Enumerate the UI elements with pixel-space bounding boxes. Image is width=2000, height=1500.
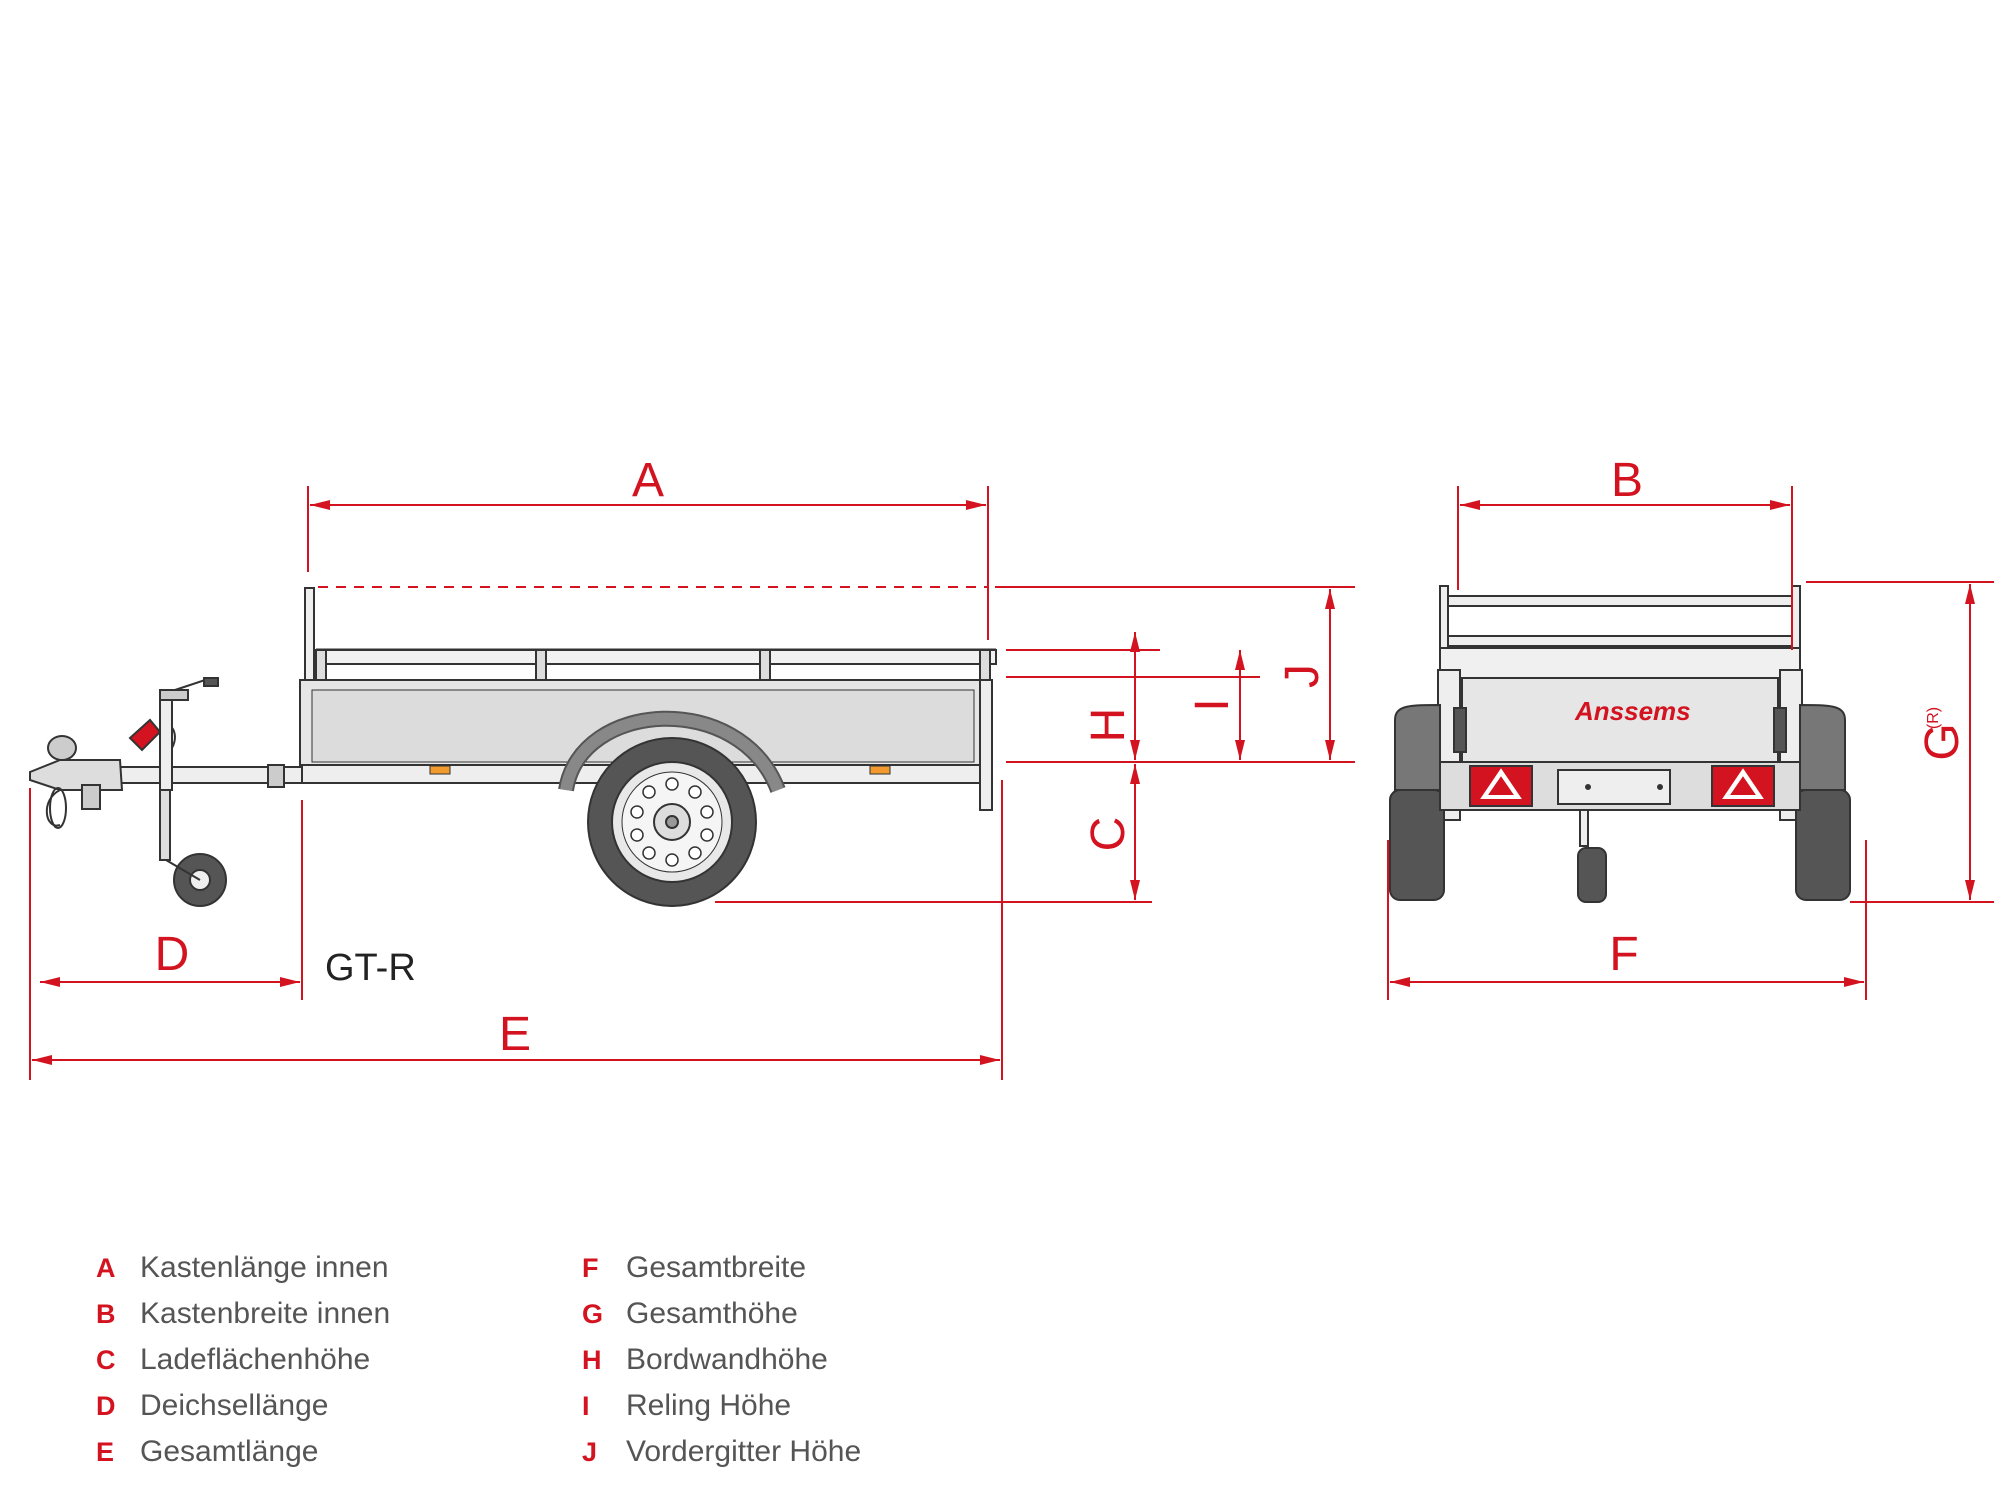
legend-item-f: F Gesamtbreite <box>582 1245 861 1291</box>
legend-item-c: C Ladeflächenhöhe <box>96 1337 390 1383</box>
rear-view-trailer <box>1389 585 1851 903</box>
dim-label-h: H <box>1082 708 1135 743</box>
legend-letter: I <box>582 1390 590 1421</box>
legend-item-e: E Gesamtlänge <box>96 1429 390 1475</box>
dim-label-j: J <box>1276 664 1329 688</box>
legend-label: Bordwandhöhe <box>626 1343 828 1376</box>
legend-letter: G <box>582 1298 604 1329</box>
legend-item-j: J Vordergitter Höhe <box>582 1429 861 1475</box>
legend-label: Gesamtbreite <box>626 1251 807 1284</box>
legend-label: Kastenbreite innen <box>140 1297 391 1330</box>
dimension-lines <box>29 486 1994 1080</box>
legend-label: Ladeflächenhöhe <box>140 1343 371 1376</box>
dim-label-e: E <box>499 1008 531 1061</box>
legend-letter: E <box>96 1436 115 1467</box>
legend-left-column: A Kastenlänge innen B Kastenbreite innen… <box>96 1245 390 1475</box>
legend-item-d: D Deichsellänge <box>96 1383 390 1429</box>
legend-letter: D <box>96 1390 116 1421</box>
legend-letter: F <box>582 1252 599 1283</box>
legend-right-column: F Gesamtbreite G Gesamthöhe H Bordwandhö… <box>582 1245 861 1475</box>
legend-label: Kastenlänge innen <box>140 1251 389 1284</box>
dim-label-g-superscript: (R) <box>1925 707 1942 729</box>
legend-item-i: I Reling Höhe <box>582 1383 861 1429</box>
legend-letter: C <box>96 1344 116 1375</box>
legend-letter: B <box>96 1298 116 1329</box>
legend-item-g: G Gesamthöhe <box>582 1291 861 1337</box>
dim-label-a: A <box>632 454 664 507</box>
model-name: GT-R <box>325 947 416 989</box>
dim-label-f: F <box>1609 928 1638 981</box>
dim-label-d: D <box>155 928 190 981</box>
legend-label: Deichsellänge <box>140 1389 329 1422</box>
legend-letter: J <box>582 1436 598 1467</box>
legend-item-b: B Kastenbreite innen <box>96 1291 390 1337</box>
legend-label: Vordergitter Höhe <box>626 1435 862 1468</box>
dim-label-b: B <box>1611 454 1643 507</box>
legend-letter: A <box>96 1252 116 1283</box>
dim-label-i: I <box>1186 698 1239 711</box>
dim-label-g: G <box>1916 723 1969 760</box>
legend-item-a: A Kastenlänge innen <box>96 1245 390 1291</box>
legend-label: Gesamthöhe <box>626 1297 798 1330</box>
brand-logo: Anssems <box>1574 696 1691 726</box>
dim-label-c: C <box>1082 817 1135 852</box>
legend-letter: H <box>582 1344 602 1375</box>
legend-item-h: H Bordwandhöhe <box>582 1337 861 1383</box>
side-view-trailer <box>29 587 997 907</box>
legend-label: Gesamtlänge <box>140 1435 319 1468</box>
legend-label: Reling Höhe <box>626 1389 792 1422</box>
